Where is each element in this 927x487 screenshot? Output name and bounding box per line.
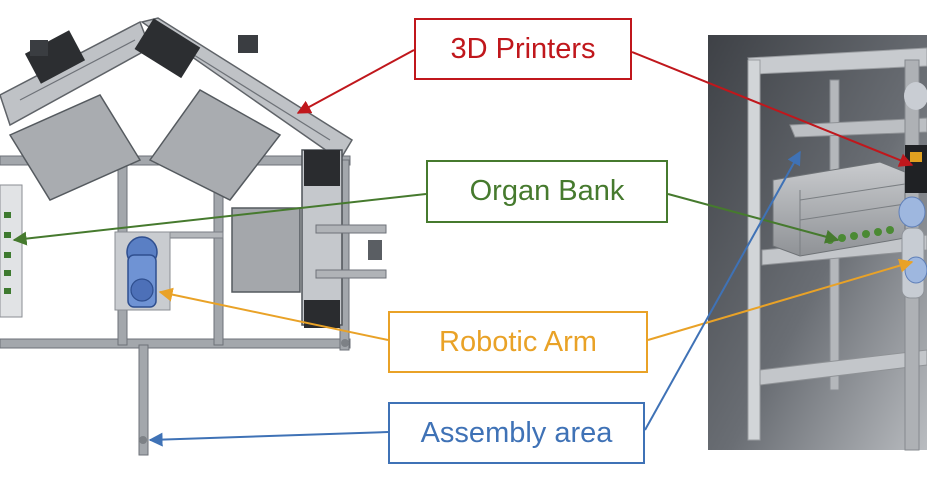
arm-detail-line — [19, 39, 136, 101]
organ-bank-slot — [4, 212, 11, 218]
label-3d-printers-text: 3D Printers — [450, 32, 596, 65]
render-frame-beam — [759, 349, 927, 386]
arrows — [12, 49, 914, 447]
organ-bank-slot — [4, 288, 11, 294]
printer-motor — [238, 35, 258, 53]
label-robotic-arm: Robotic Arm — [388, 311, 648, 373]
arrow-printers-left — [296, 49, 415, 114]
printer-right-side-rail — [315, 269, 387, 279]
label-robotic-arm-text: Robotic Arm — [439, 325, 597, 358]
printer-right-head — [304, 150, 340, 186]
label-assembly-area-text: Assembly area — [420, 416, 613, 449]
robot-arm-joint — [130, 278, 154, 302]
printer-right-clamp — [368, 240, 382, 260]
render-organ — [850, 232, 858, 240]
frame-bolt — [139, 436, 147, 444]
arrow-arm-right — [647, 258, 914, 341]
printer-right-side-rail — [315, 224, 387, 234]
organ-bank-slot — [4, 252, 11, 258]
render-3d-view — [708, 35, 927, 451]
arrow-arm-left — [158, 287, 389, 341]
printer-carriage-left — [24, 30, 86, 84]
render-organ — [886, 226, 894, 234]
printer-motor — [30, 40, 48, 56]
arrow-printers-right — [631, 51, 914, 167]
organ-bank-plate — [0, 184, 23, 318]
arrow-organ-left — [12, 193, 427, 246]
frame-stem — [138, 344, 149, 456]
render-robot-joint — [904, 256, 927, 284]
print-bed-left — [8, 94, 142, 201]
organ-bank-slot — [4, 232, 11, 238]
label-3d-printers: 3D Printers — [414, 18, 632, 80]
render-box-line — [799, 183, 906, 201]
frame-bolt — [341, 339, 349, 347]
render-frame-beam — [789, 117, 927, 138]
cad-top-view — [0, 17, 387, 456]
render-robot-joint — [904, 82, 927, 110]
label-organ-bank-text: Organ Bank — [469, 175, 625, 207]
arrow-organ-right — [667, 193, 840, 244]
print-bed-right — [148, 89, 282, 201]
print-bed-right-side — [231, 207, 301, 293]
frame-rail-bottom — [0, 338, 351, 349]
arrow-assembly-left — [148, 431, 389, 447]
label-organ-bank: Organ Bank — [426, 160, 668, 223]
render-frame-post — [747, 59, 761, 441]
render-organ — [862, 230, 870, 238]
render-box-line — [799, 203, 906, 221]
render-robot-joint — [898, 196, 926, 228]
render-organ — [874, 228, 882, 236]
render-organ — [838, 234, 846, 242]
organ-bank-slot — [4, 270, 11, 276]
label-assembly-area: Assembly area — [388, 402, 645, 464]
printer-carriage-right — [134, 18, 201, 79]
arm-detail-line — [169, 39, 331, 141]
render-printer-panel — [910, 152, 922, 162]
arrow-assembly-right — [644, 150, 801, 431]
